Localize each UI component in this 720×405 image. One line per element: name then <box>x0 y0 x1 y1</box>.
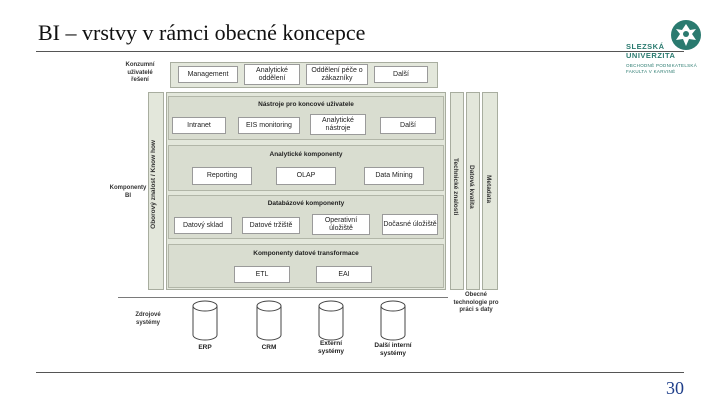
layer-item: Dočasné úložiště <box>382 214 438 235</box>
university-name: SLEZSKÁ UNIVERZITA <box>626 42 675 60</box>
database-icon <box>256 300 282 341</box>
layer-item: Operativní úložiště <box>312 214 370 235</box>
database-icon <box>192 300 218 341</box>
layer-title: Nástroje pro koncové uživatele <box>258 101 354 108</box>
bi-components-label: Komponenty BI <box>109 185 147 199</box>
database-icon <box>318 300 344 341</box>
layer-data-transformation <box>168 244 444 288</box>
consumer-analytics-dept: Analytické oddělení <box>244 64 300 85</box>
layer-item: OLAP <box>276 167 336 185</box>
layer-title: Komponenty datové transformace <box>253 250 359 257</box>
layer-item: Reporting <box>192 167 252 185</box>
metadata-bar <box>482 92 498 290</box>
layer-item: Data Mining <box>364 167 424 185</box>
source-external: Externí systémy <box>317 340 345 355</box>
database-icon <box>380 300 406 341</box>
layer-title: Databázové komponenty <box>267 200 345 207</box>
consumer-management: Management <box>178 66 238 83</box>
layer-item: EAI <box>316 266 372 283</box>
page-number: 30 <box>666 378 684 398</box>
faculty-name: OBCHODNĚ PODNIKATELSKÁ FAKULTA V KARVINÉ <box>626 63 697 74</box>
source-other-internal: Další interní systémy <box>374 342 412 357</box>
layer-item: Analytické nástroje <box>310 114 366 135</box>
consumers-label: Konzumní uživatelé řešení <box>125 62 155 83</box>
university-name-line1: SLEZSKÁ <box>626 42 665 51</box>
university-emblem-icon <box>671 20 701 50</box>
footer-divider <box>36 372 684 373</box>
source-systems-label: Zdrojové systémy <box>135 312 161 326</box>
layer-title: Analytické komponenty <box>269 151 343 158</box>
consumer-other: Další <box>374 66 428 83</box>
data-quality-bar <box>466 92 480 290</box>
source-crm: CRM <box>261 344 277 351</box>
knowhow-bar <box>148 92 164 290</box>
source-erp: ERP <box>198 344 212 351</box>
layer-item: ETL <box>234 266 290 283</box>
slide-title: BI – vrstvy v rámci obecné koncepce <box>38 20 366 45</box>
layer-item: Další <box>380 117 436 134</box>
faculty-line-1: OBCHODNĚ PODNIKATELSKÁ <box>626 63 698 68</box>
consumer-customer-care: Oddělení péče o zákazníky <box>306 64 368 85</box>
source-separator <box>118 297 448 298</box>
knowhow-label: Oborový znalost / Know how <box>150 140 157 229</box>
layer-item: EIS monitoring <box>238 117 300 134</box>
layer-item: Datové tržiště <box>242 217 300 234</box>
general-tech-label: Obecné technologie pro práci s daty <box>453 292 499 313</box>
technical-knowledge-label: Technické znalosti <box>452 158 459 216</box>
metadata-label: Metadata <box>485 175 492 204</box>
title-divider <box>36 51 684 52</box>
technical-knowledge-bar <box>450 92 464 290</box>
faculty-line-2: FAKULTA V KARVINÉ <box>626 68 676 74</box>
data-quality-label: Datová kvalita <box>468 165 475 209</box>
university-name-line2: UNIVERZITA <box>626 51 676 60</box>
layer-item: Intranet <box>172 117 226 134</box>
layer-item: Datový sklad <box>174 217 232 234</box>
